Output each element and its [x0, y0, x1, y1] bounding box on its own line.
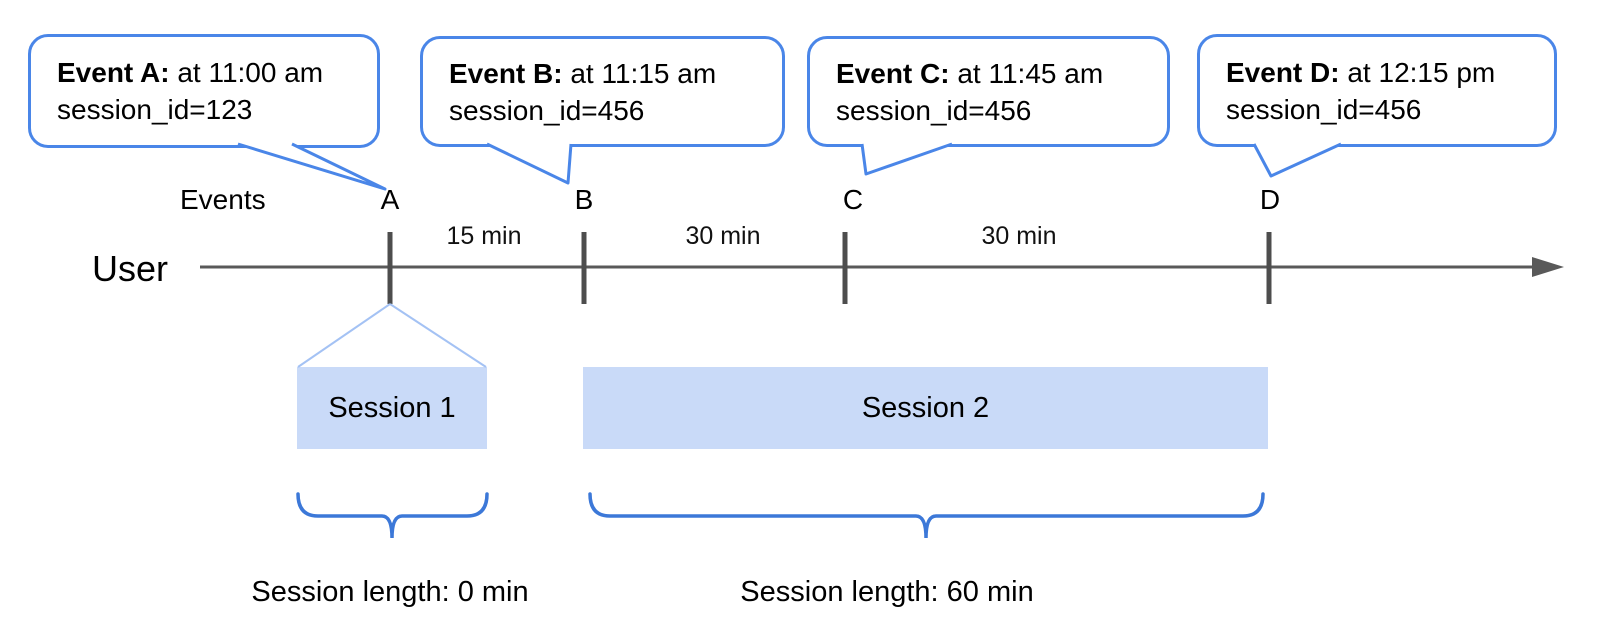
- session-2-box: Session 2: [583, 367, 1268, 449]
- interval-a-b-label: 15 min: [446, 222, 522, 250]
- session-2-label: Session 2: [861, 391, 990, 424]
- event-c-title-line: Event C: at 11:45 am: [836, 55, 1147, 92]
- event-b-title-line: Event B: at 11:15 am: [449, 55, 762, 92]
- session-2-brace: [588, 492, 1265, 539]
- user-row-label: User: [92, 248, 169, 289]
- session-1-label: Session 1: [328, 391, 456, 424]
- bubble-tail-d: [1252, 142, 1342, 178]
- session-1-length-label: Session length: 0 min: [251, 576, 529, 608]
- interval-c-d-label: 30 min: [981, 222, 1057, 250]
- event-d-name: Event D:: [1226, 56, 1340, 88]
- events-axis-label: Events: [180, 184, 266, 215]
- event-d-time: at 12:15 pm: [1347, 56, 1496, 88]
- event-c-name: Event C:: [836, 57, 950, 89]
- event-a-title-line: Event A: at 11:00 am: [57, 54, 357, 91]
- event-a-callout: Event A: at 11:00 am session_id=123: [28, 34, 380, 148]
- session-1-brace: [296, 492, 489, 539]
- tick-label-b: B: [574, 184, 594, 215]
- event-c-callout: Event C: at 11:45 am session_id=456: [807, 36, 1170, 147]
- bubble-tail-a: [237, 142, 387, 191]
- event-a-session-id: session_id=123: [57, 94, 253, 125]
- event-b-name: Event B:: [449, 57, 563, 89]
- tick-label-c: C: [842, 184, 864, 215]
- session-2-length-label: Session length: 60 min: [740, 576, 1034, 608]
- interval-b-c-label: 30 min: [685, 222, 761, 250]
- tick-label-a: A: [380, 184, 400, 215]
- bubble-tail-c: [860, 142, 953, 176]
- event-a-name: Event A:: [57, 57, 170, 88]
- event-c-session-id: session_id=456: [836, 94, 1032, 126]
- session-1-funnel-line-right: [389, 303, 487, 368]
- tick-label-d: D: [1259, 184, 1281, 215]
- event-d-title-line: Event D: at 12:15 pm: [1226, 54, 1534, 91]
- bubble-tail-b: [486, 142, 573, 185]
- session-1-box: Session 1: [297, 367, 487, 449]
- event-b-callout: Event B: at 11:15 am session_id=456: [420, 36, 785, 147]
- event-d-session-id: session_id=456: [1226, 93, 1422, 125]
- event-b-time: at 11:15 am: [570, 57, 717, 89]
- event-c-time: at 11:45 am: [957, 57, 1104, 89]
- event-b-session-id: session_id=456: [449, 94, 645, 126]
- event-a-time: at 11:00 am: [177, 57, 324, 88]
- event-d-callout: Event D: at 12:15 pm session_id=456: [1197, 34, 1557, 147]
- session-1-funnel-line-left: [297, 303, 391, 368]
- timeline-arrowhead-icon: [1532, 257, 1564, 277]
